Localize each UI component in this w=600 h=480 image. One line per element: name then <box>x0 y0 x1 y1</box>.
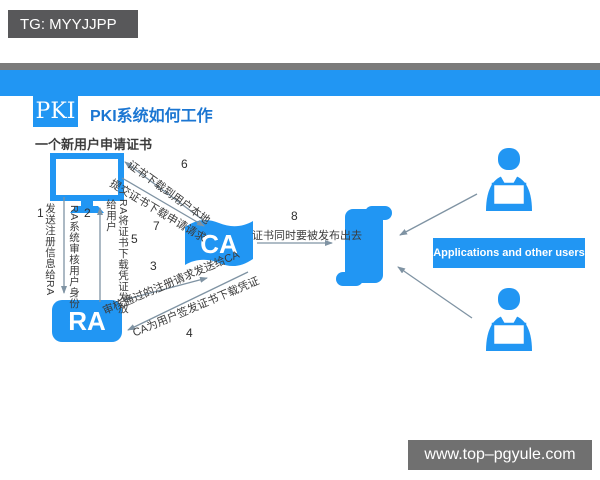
website-watermark: www.top–pgyule.com <box>408 440 592 470</box>
step7-number: 7 <box>153 219 160 233</box>
arrow-usertop-to-scroll <box>399 193 478 236</box>
step8-number: 8 <box>291 209 298 223</box>
ca-flag-icon: CA <box>185 219 253 267</box>
pki-logo: PKI <box>33 96 78 127</box>
ca-node-label: CA <box>200 229 238 259</box>
monitor-icon <box>50 153 124 213</box>
step3-number: 3 <box>150 259 157 273</box>
step4-number: 4 <box>186 326 193 340</box>
step2-number: 2 <box>84 206 91 220</box>
tg-watermark-text: TG: MYYJJPP <box>20 15 117 33</box>
top-blue-banner <box>0 70 600 96</box>
pki-logo-text: PKI <box>35 99 76 124</box>
applications-label: Applications and other users <box>433 247 585 259</box>
step6-number: 6 <box>181 157 188 171</box>
ra-node: RA <box>52 300 122 342</box>
website-watermark-text: www.top–pgyule.com <box>424 446 576 463</box>
user-icon-bottom <box>486 288 532 351</box>
diagram-subtitle: 一个新用户申请证书 <box>35 137 153 152</box>
page-title: PKI系统如何工作 <box>90 108 213 125</box>
ra-node-label: RA <box>68 305 106 336</box>
arrow-userbottom-to-scroll <box>397 266 473 319</box>
step5-label-cont: 给用户 <box>105 199 117 232</box>
step2-label: RA系统审核用户身份 <box>68 205 80 309</box>
step8-label: 证书同时要被发布出去 <box>252 230 362 242</box>
step1-label: 发送注册信息给RA <box>44 203 56 296</box>
step1-number: 1 <box>37 206 44 220</box>
tg-watermark-badge: TG: MYYJJPP <box>8 10 138 38</box>
user-icon-top <box>486 148 532 211</box>
applications-box: Applications and other users <box>433 238 585 268</box>
top-gray-strip <box>0 63 600 70</box>
step5-number: 5 <box>131 232 138 246</box>
certificate-scroll-icon <box>336 206 392 286</box>
